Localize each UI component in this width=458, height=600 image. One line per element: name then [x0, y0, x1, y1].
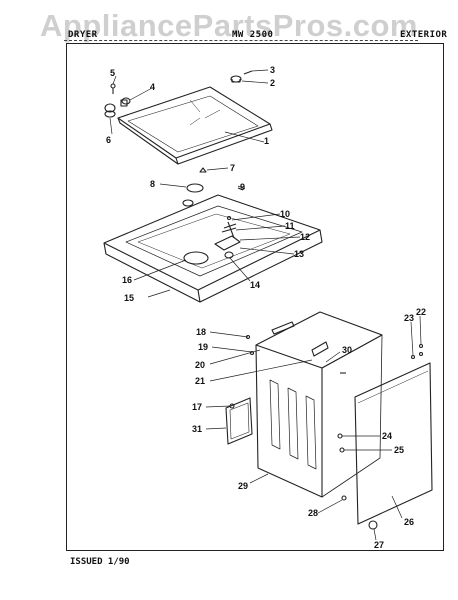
top-panel-drawing — [103, 183, 323, 303]
watermark: AppliancePartsPros.com — [40, 8, 418, 43]
callout-31: 31 — [192, 424, 202, 434]
callout-19: 19 — [198, 342, 208, 352]
callout-7: 7 — [230, 163, 235, 173]
header-rule — [64, 40, 418, 41]
callout-8: 8 — [150, 179, 155, 189]
callout-22: 22 — [416, 307, 426, 317]
callout-27: 27 — [374, 540, 384, 550]
callout-13: 13 — [294, 249, 304, 259]
cabinet-drawing — [225, 311, 433, 530]
callout-labels: 1 2 3 4 5 6 7 8 9 10 11 12 13 14 15 16 1… — [106, 65, 426, 550]
callout-15: 15 — [124, 293, 134, 303]
callout-2: 2 — [270, 78, 275, 88]
callout-9: 9 — [240, 182, 245, 192]
callout-23: 23 — [404, 313, 414, 323]
callout-11: 11 — [285, 221, 295, 231]
callout-1: 1 — [264, 136, 269, 146]
leader-lines — [109, 69, 422, 541]
callout-30: 30 — [342, 345, 352, 355]
callout-25: 25 — [394, 445, 404, 455]
callout-10: 10 — [280, 209, 290, 219]
header-section: EXTERIOR — [400, 30, 448, 40]
header-model: MW 2500 — [232, 30, 274, 40]
diagram-frame — [66, 43, 444, 551]
callout-5: 5 — [110, 68, 115, 78]
callout-14: 14 — [250, 280, 260, 290]
callout-12: 12 — [300, 232, 310, 242]
callout-6: 6 — [106, 135, 111, 145]
issued-date: ISSUED 1/90 — [70, 557, 130, 567]
callout-17: 17 — [192, 402, 202, 412]
callout-3: 3 — [270, 65, 275, 75]
callout-24: 24 — [382, 431, 392, 441]
callout-28: 28 — [308, 508, 318, 518]
callout-18: 18 — [196, 327, 206, 337]
callout-16: 16 — [122, 275, 132, 285]
callout-26: 26 — [404, 517, 414, 527]
callout-21: 21 — [195, 376, 205, 386]
callout-4: 4 — [150, 82, 155, 92]
header-left: DRYER — [68, 30, 98, 40]
callout-29: 29 — [238, 481, 248, 491]
callout-20: 20 — [195, 360, 205, 370]
lid-drawing — [117, 86, 273, 165]
